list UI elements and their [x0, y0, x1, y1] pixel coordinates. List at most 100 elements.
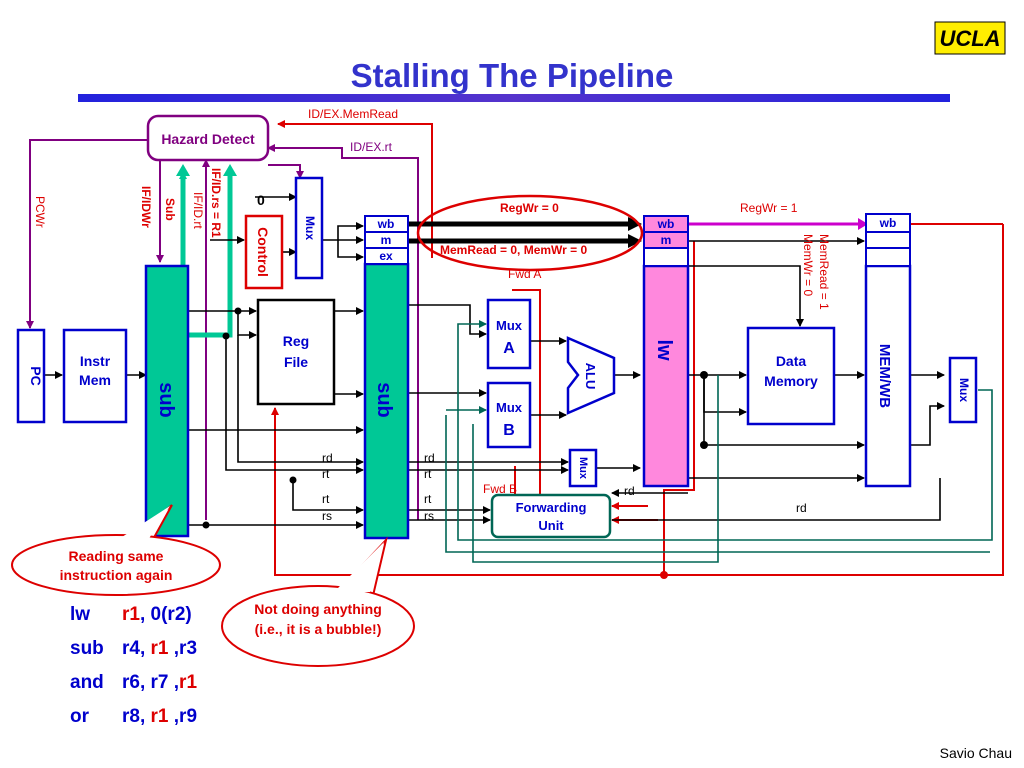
code-operands: r6, r7 ,r1: [122, 672, 197, 693]
label-memread1: MemRead = 1: [817, 234, 831, 310]
label-rt-4: rt: [424, 492, 432, 506]
label-if-id-rt: IF/ID.rt: [191, 192, 205, 229]
label-rs-1: rs: [322, 509, 332, 523]
zero-input: 0: [257, 192, 265, 208]
label-fwd-b: Fwd B: [483, 482, 517, 496]
alu-label: ALU: [583, 363, 598, 390]
label-if-idwr: IF/IDWr: [139, 186, 153, 228]
instruction-memory: Instr Mem: [62, 328, 128, 424]
instr-mem-label-2: Mem: [79, 372, 111, 388]
ex-mem-m: m: [661, 233, 672, 247]
data-memory-label-2: Memory: [764, 373, 818, 389]
mux-a: Mux A: [486, 298, 532, 370]
code-register-highlight: r1: [179, 672, 197, 693]
id-ex-ex: ex: [379, 249, 393, 263]
callout-bubble: Not doing anything (i.e., it is a bubble…: [221, 536, 415, 667]
label-if-id-rs: IF/ID.rs = R1: [209, 168, 223, 238]
hazard-detect-label: Hazard Detect: [161, 131, 255, 147]
code-text: r6, r7 ,: [122, 672, 179, 693]
logo-text: UCLA: [939, 26, 1000, 51]
ex-mem-register: wb m lw: [642, 215, 690, 488]
label-rd-2: rd: [424, 451, 435, 465]
code-text: r8,: [122, 706, 151, 727]
callout-bubble-line1: Not doing anything: [254, 601, 382, 617]
mem-wb-register: wb MEM/WB: [864, 213, 912, 488]
code-op: or: [70, 706, 90, 727]
mux-b-label-1: Mux: [496, 400, 523, 415]
label-sub: Sub: [163, 198, 177, 221]
code-op: lw: [70, 604, 90, 625]
pc-label: PC: [28, 366, 44, 385]
callout-bubble-line2: (i.e., it is a bubble!): [255, 621, 382, 637]
callout-reading-again: Reading same instruction again: [11, 504, 221, 596]
mux-a-label-1: Mux: [496, 318, 523, 333]
label-fwd-a: Fwd A: [508, 267, 541, 281]
register-file: Reg File: [256, 298, 336, 406]
dest-mux-label: Mux: [577, 457, 589, 480]
label-regwr1: RegWr = 1: [740, 201, 798, 215]
callout-reading-line1: Reading same: [69, 548, 164, 564]
author-credit: Savio Chau: [940, 745, 1012, 761]
label-memread0: MemRead = 0, MemWr = 0: [440, 243, 587, 257]
code-register-highlight: r1: [151, 706, 169, 727]
pc-register: PC: [16, 328, 46, 424]
code-text: , 0(r2): [140, 604, 192, 625]
code-text: ,r9: [169, 706, 198, 727]
instr-mem-label-1: Instr: [80, 353, 111, 369]
dest-mux: Mux: [568, 448, 598, 488]
ucla-logo: UCLA: [934, 21, 1006, 55]
ex-mem-instruction: lw: [653, 339, 675, 361]
label-rd-3: rd: [624, 484, 635, 498]
forwarding-unit-label-1: Forwarding: [516, 500, 587, 515]
forwarding-unit: Forwarding Unit: [490, 493, 612, 539]
mux-b: Mux B: [486, 381, 532, 449]
writeback-mux-label: Mux: [957, 378, 971, 402]
id-ex-wb: wb: [377, 217, 395, 231]
code-operands: r1, 0(r2): [122, 604, 192, 625]
forwarding-unit-label-2: Unit: [538, 518, 564, 533]
code-operands: r8, r1 ,r9: [122, 706, 197, 727]
code-op: and: [70, 672, 104, 693]
mux-a-label-2: A: [503, 340, 515, 357]
slide-title: Stalling The Pipeline: [351, 57, 674, 94]
id-ex-instruction: sub: [373, 382, 395, 418]
reg-file-label-1: Reg: [283, 333, 309, 349]
label-regwr0: RegWr = 0: [500, 201, 559, 215]
mem-wb-label: MEM/WB: [876, 344, 893, 408]
id-ex-register: wb m ex sub: [363, 215, 410, 540]
code-text: r4,: [122, 638, 151, 659]
alu: ALU: [566, 336, 616, 415]
label-pcwr: PCWr: [33, 196, 47, 228]
control-mux: Mux: [294, 176, 324, 280]
label-rt-1: rt: [322, 467, 330, 481]
label-rd-4: rd: [796, 501, 807, 515]
code-operands: r4, r1 ,r3: [122, 638, 197, 659]
data-memory-label-1: Data: [776, 353, 807, 369]
callout-reading-line2: instruction again: [60, 567, 173, 583]
control-label: Control: [255, 227, 271, 277]
mux-b-label-2: B: [503, 422, 515, 439]
label-memwr0: MemWr = 0: [801, 234, 815, 296]
code-register-highlight: r1: [151, 638, 169, 659]
title-underline: [78, 94, 950, 102]
code-op: sub: [70, 638, 104, 659]
id-ex-m: m: [381, 233, 392, 247]
label-id-ex-rt: ID/EX.rt: [350, 140, 393, 154]
ex-mem-wb: wb: [657, 217, 675, 231]
label-rt-3: rt: [424, 467, 432, 481]
code-text: ,r3: [169, 638, 198, 659]
label-rd-1: rd: [322, 451, 333, 465]
mem-wb-wb: wb: [879, 216, 897, 230]
code-register-highlight: r1: [122, 604, 140, 625]
control-zero-highlight: [416, 194, 644, 272]
label-rt-2: rt: [322, 492, 330, 506]
label-id-ex-memread: ID/EX.MemRead: [308, 107, 398, 121]
if-id-instruction: sub: [155, 382, 177, 418]
control-unit: Control: [244, 214, 284, 290]
data-memory: Data Memory: [746, 326, 836, 426]
reg-file-label-2: File: [284, 354, 308, 370]
if-id-register: sub: [144, 264, 190, 538]
hazard-detect-unit: Hazard Detect: [146, 114, 270, 162]
